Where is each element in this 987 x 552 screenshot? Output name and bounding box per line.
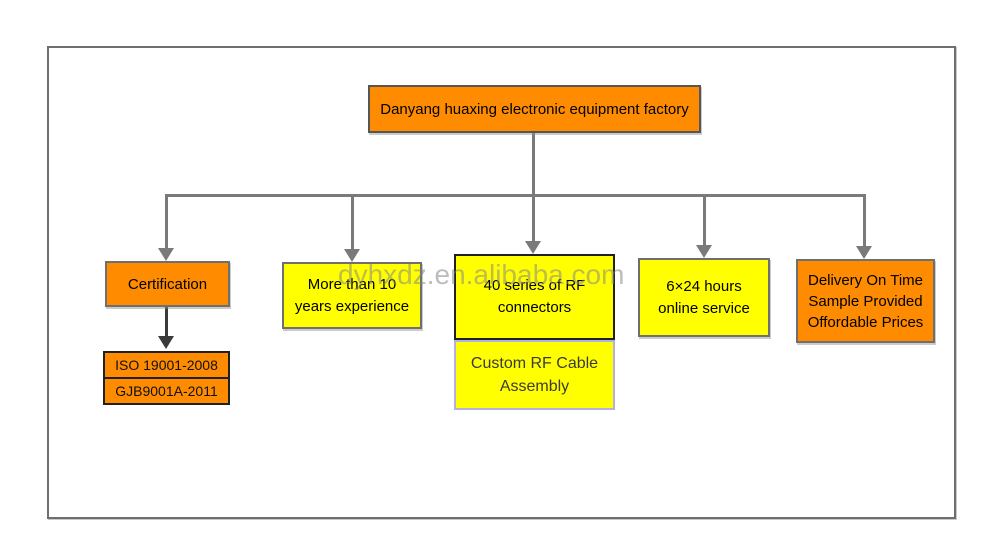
- node-custom-cable-line1: Custom RF Cable: [470, 355, 599, 372]
- node-experience-line1: More than 10: [307, 275, 397, 293]
- connector-drop-rf-connectors: [532, 194, 535, 242]
- connector-drop-online-service: [703, 194, 706, 246]
- connector-drop-certification: [165, 194, 168, 249]
- connector-drop-delivery: [863, 194, 866, 247]
- node-experience: More than 10 years experience: [282, 262, 422, 329]
- connector-root-stem: [532, 133, 535, 194]
- node-rf-connectors-line1: 40 series of RF: [483, 277, 586, 294]
- connector-horizontal-bar: [165, 194, 866, 197]
- node-online-service-line1: 6×24 hours: [666, 277, 742, 295]
- node-custom-cable-assembly: Custom RF Cable Assembly: [454, 340, 615, 410]
- node-online-service-line2: online service: [658, 299, 750, 317]
- arrow-down-icon-delivery: [856, 246, 872, 259]
- diagram-frame-border: [47, 46, 956, 519]
- node-certification: Certification: [105, 261, 230, 307]
- node-custom-cable-line2: Assembly: [499, 378, 570, 395]
- node-factory-root: Danyang huaxing electronic equipment fac…: [368, 85, 701, 133]
- node-factory-label: Danyang huaxing electronic equipment fac…: [380, 100, 689, 118]
- node-delivery-line1: Delivery On Time: [807, 271, 924, 289]
- node-certification-label: Certification: [127, 275, 208, 293]
- iso-certificate-row-1: ISO 19001-2008: [115, 357, 218, 373]
- node-rf-connectors: 40 series of RF connectors: [454, 254, 615, 340]
- node-experience-line2: years experience: [294, 297, 410, 315]
- node-delivery: Delivery On Time Sample Provided Offorda…: [796, 259, 935, 343]
- arrow-down-icon-online-service: [696, 245, 712, 258]
- arrow-down-icon-rf-connectors: [525, 241, 541, 254]
- node-online-service: 6×24 hours online service: [638, 258, 770, 337]
- node-delivery-line3: Offordable Prices: [807, 313, 924, 331]
- node-delivery-line2: Sample Provided: [808, 292, 923, 310]
- connector-certification-to-iso: [165, 307, 168, 337]
- connector-drop-experience: [351, 194, 354, 250]
- node-iso-certificates: ISO 19001-2008 GJB9001A-2011: [103, 351, 230, 405]
- arrow-down-icon-certification: [158, 248, 174, 261]
- node-rf-connectors-line2: connectors: [497, 299, 572, 316]
- iso-certificate-row-2: GJB9001A-2011: [105, 377, 228, 403]
- arrow-down-icon-experience: [344, 249, 360, 262]
- arrow-down-icon-iso: [158, 336, 174, 349]
